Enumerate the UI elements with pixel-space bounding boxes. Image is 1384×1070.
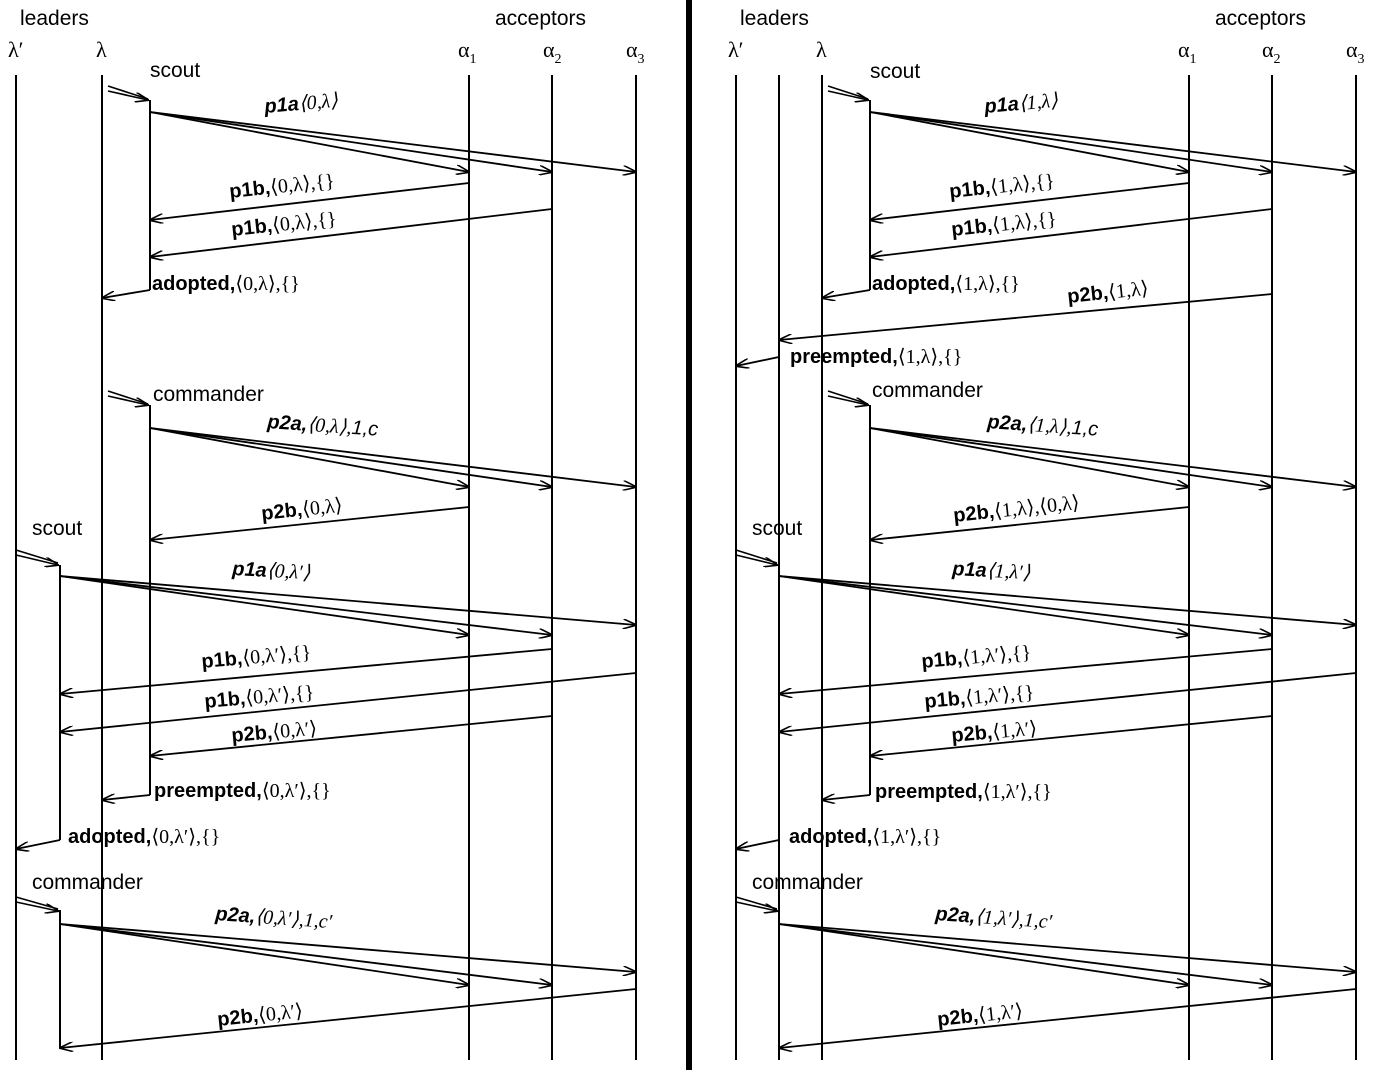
role-label-commander2: commander	[752, 871, 863, 894]
process-label-alpha3: α3	[626, 37, 645, 67]
spawn-arrow-scout1	[107, 85, 148, 100]
process-label-alpha1: α1	[458, 37, 477, 67]
message-label-p1b-1: p1b,⟨0,λ⟩,{}	[228, 170, 335, 203]
message-arrow-p2b-1	[870, 506, 1190, 540]
process-label-lambda: λ	[816, 37, 827, 62]
message-arrows-p1a-1	[869, 111, 1356, 172]
panel-divider	[686, 0, 692, 1070]
message-label-p2b-0: p2b,⟨1,λ⟩	[1066, 278, 1149, 308]
message-label-p2b-2: p2b,⟨1,λ′⟩	[951, 718, 1038, 747]
message-label-p2b-1: p2b,⟨1,λ⟩,⟨0,λ⟩	[952, 492, 1080, 527]
acceptors-header: acceptors	[1215, 7, 1306, 30]
message-arrow-p2b-0	[779, 293, 1273, 340]
message-arrow-p1b-2	[870, 208, 1273, 257]
role-label-commander2: commander	[32, 871, 143, 894]
spawn-arrow-scout2	[15, 549, 58, 565]
message-arrow-preempted-1	[102, 795, 151, 800]
message-label-p1a-1: p1a⟨0,λ⟩	[263, 90, 340, 118]
spawn-arrow-scout1	[827, 85, 868, 100]
message-label-p2a-1: p2a,⟨1,λ⟩,1,c	[986, 411, 1099, 441]
process-label-lambda-prime: λ′	[728, 37, 743, 62]
process-label-alpha2: α2	[1262, 37, 1281, 67]
spawn-arrow-commander2	[15, 896, 58, 911]
message-label-preempted-0: preempted,⟨1,λ⟩,{}	[790, 346, 962, 368]
message-arrow-p1b-1	[870, 182, 1190, 220]
message-arrows-p2a-2	[778, 923, 1356, 985]
message-arrow-p1b-4	[60, 672, 637, 732]
message-label-preempted-1: preempted,⟨0,λ′⟩,{}	[154, 780, 331, 802]
message-label-p1a-1: p1a⟨1,λ⟩	[983, 90, 1060, 118]
message-arrow-adopted-2	[736, 839, 780, 849]
process-label-lambda: λ	[96, 37, 107, 62]
message-label-p2a-2: p2a,⟨0,λ′⟩,1,c′	[214, 903, 334, 933]
message-arrow-preempted-0	[736, 356, 780, 366]
message-arrow-p1b-1	[150, 182, 470, 220]
message-arrows-p2a-1	[869, 427, 1356, 487]
spawn-arrow-commander1	[107, 390, 148, 405]
acceptors-header: acceptors	[495, 7, 586, 30]
message-arrows-p1a-2	[778, 575, 1356, 635]
message-arrow-p2b-2	[150, 715, 553, 756]
message-label-p2b-3: p2b,⟨0,λ′⟩	[216, 1000, 304, 1031]
message-arrow-p1b-3	[60, 648, 553, 694]
message-label-adopted-2: adopted,⟨0,λ′⟩,{}	[68, 826, 220, 848]
message-label-p2a-2: p2a,⟨1,λ′⟩,1,c′	[934, 903, 1054, 933]
message-label-adopted-1: adopted,⟨1,λ⟩,{}	[872, 273, 1020, 295]
message-label-p2b-2: p2b,⟨0,λ′⟩	[231, 718, 318, 747]
message-label-p2a-1: p2a,⟨0,λ⟩,1,c	[266, 411, 379, 441]
message-arrow-p2b-3	[60, 988, 637, 1048]
spawn-arrow-scout2	[735, 549, 777, 565]
message-label-adopted-2: adopted,⟨1,λ′⟩,{}	[789, 826, 941, 848]
message-label-p1b-3: p1b,⟨0,λ′⟩,{}	[201, 641, 313, 673]
role-label-commander1: commander	[872, 379, 983, 402]
process-label-alpha3: α3	[1346, 37, 1365, 67]
spawn-arrow-commander2	[735, 896, 777, 911]
message-arrow-adopted-1	[102, 289, 151, 298]
process-label-alpha1: α1	[1178, 37, 1197, 67]
message-arrow-adopted-1	[822, 289, 871, 298]
message-arrow-p2b-1	[150, 506, 470, 540]
leaders-header: leaders	[20, 7, 89, 30]
message-arrow-preempted-1	[822, 795, 871, 800]
message-arrows-p1a-2	[59, 575, 636, 635]
right-panel: leaders acceptors λ′ λ α1 α2 α3	[728, 7, 1365, 1060]
message-label-adopted-1: adopted,⟨0,λ⟩,{}	[152, 273, 300, 295]
message-label-p2b-3: p2b,⟨1,λ′⟩	[936, 1000, 1024, 1031]
message-arrows-p2a-2	[59, 923, 636, 985]
message-label-p2b-1: p2b,⟨0,λ⟩	[260, 495, 343, 525]
role-label-scout1: scout	[150, 59, 200, 82]
role-label-scout1: scout	[870, 60, 920, 83]
role-label-scout2: scout	[32, 517, 82, 540]
leaders-header: leaders	[740, 7, 809, 30]
message-label-p1a-2: p1a⟨1,λ′⟩	[951, 558, 1031, 584]
role-label-scout2: scout	[752, 517, 802, 540]
left-panel: leaders acceptors λ′ λ α1 α2 α3	[8, 7, 645, 1060]
message-label-p1a-2: p1a⟨0,λ′⟩	[231, 558, 311, 584]
process-label-lambda-prime: λ′	[8, 37, 23, 62]
message-label-p1b-3: p1b,⟨1,λ′⟩,{}	[921, 641, 1033, 673]
message-label-p1b-1: p1b,⟨1,λ⟩,{}	[948, 170, 1055, 203]
message-arrow-p2b-3	[779, 988, 1357, 1048]
process-label-alpha2: α2	[543, 37, 562, 67]
role-label-commander1: commander	[153, 383, 264, 406]
message-arrow-p1b-3	[779, 648, 1273, 694]
message-label-p1b-4: p1b,⟨1,λ′⟩,{}	[924, 681, 1036, 713]
message-arrows-p1a-1	[149, 111, 636, 172]
spawn-arrow-commander1	[827, 390, 868, 405]
message-arrow-p1b-2	[150, 208, 553, 257]
message-label-preempted-1: preempted,⟨1,λ′⟩,{}	[875, 781, 1052, 803]
message-arrow-adopted-2	[16, 839, 61, 849]
message-arrows-p2a-1	[149, 427, 636, 487]
message-arrow-p2b-2	[870, 715, 1273, 756]
message-arrow-p1b-4	[779, 672, 1357, 732]
